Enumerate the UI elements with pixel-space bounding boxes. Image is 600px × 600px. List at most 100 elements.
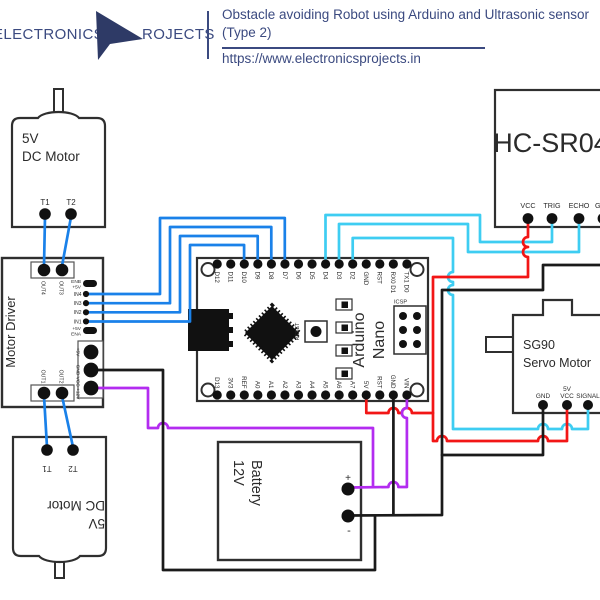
driver-enb-label-2: +5V — [72, 285, 81, 291]
driver-power-+5V — [83, 344, 99, 360]
wire-out2-motor-bottom-t2 — [60, 394, 75, 449]
arduino-pin-D6 — [293, 259, 304, 269]
icsp-label: ICSP — [394, 300, 407, 306]
arduino-pin-RST — [375, 390, 385, 400]
wire-vin-battery-plus — [348, 395, 409, 489]
wire-servo-gnd-branch — [440, 402, 545, 457]
battery-minus-label: - — [347, 525, 351, 537]
servo-body — [511, 298, 600, 415]
driver-power-GND — [83, 362, 99, 378]
arduino-pin-label: A7 — [349, 381, 356, 389]
driver-term-OUT2 — [55, 386, 69, 400]
battery: 12V Battery + - — [216, 440, 363, 562]
arduino-pin-D10 — [239, 259, 249, 269]
arduino-hole-tl — [200, 262, 216, 277]
servo-pin-label: 5V — [563, 386, 572, 393]
motor-driver-label: Motor Driver — [3, 296, 18, 368]
hcsr04-pin-GND — [597, 214, 600, 223]
wire-hcsr04-vcc-5v-servo-vcc — [431, 219, 569, 443]
motor-bottom-terminal-T1 — [41, 444, 53, 456]
arduino-nano: RESET Arduino Nano ICSP — [188, 256, 430, 403]
arduino-pin-label: D7 — [281, 272, 288, 280]
wire-motor-top-t1-out4 — [42, 215, 47, 268]
arduino-pin-label: D10 — [240, 272, 247, 284]
driver-term-OUT4 — [37, 263, 51, 277]
arduino-pin-GND — [361, 259, 371, 269]
arduino-pin-RX0 D1 — [388, 259, 398, 269]
arduino-pin-RST — [375, 259, 385, 269]
title-line1: Obstacle avoiding Robot using Arduino an… — [222, 7, 589, 22]
driver-ena-label-2: ENA — [71, 332, 82, 338]
driver-pin-IN2 — [82, 309, 90, 316]
arduino-hole-bl — [200, 382, 216, 398]
arduino-pin-TX1 D0 — [402, 259, 412, 269]
brand-logo-icon — [96, 11, 143, 60]
servo-pin-label: GND — [536, 393, 551, 400]
led-dot — [341, 301, 348, 308]
driver-enb-jumper — [83, 280, 97, 287]
driver-pin-IN1 — [82, 318, 90, 325]
servo-pin-GND — [538, 400, 548, 410]
arduino-hole-tr — [409, 262, 425, 277]
icsp-pins — [399, 312, 421, 348]
motor-top-terminal-T2 — [65, 208, 77, 220]
arduino-pin-label: D8 — [267, 272, 274, 280]
arduino-pin-5V — [361, 390, 371, 400]
arduino-pin-A3 — [293, 390, 304, 400]
motor-bottom-terminal-T2 — [67, 444, 79, 456]
arduino-name-1: Arduino — [351, 312, 368, 367]
arduino-pin-label: D13 — [213, 377, 220, 389]
hcsr04-pin-label: TRIG — [543, 201, 561, 210]
arduino-pin-A7 — [348, 390, 358, 400]
driver-in-label: IN4 — [74, 292, 82, 298]
arduino-pin-label: REF — [240, 376, 247, 389]
arduino-pin-VIN — [402, 390, 412, 400]
arduino-pin-D11 — [226, 259, 236, 269]
arduino-pin-D3 — [334, 259, 344, 269]
motor-terminal-label: T2 — [68, 464, 78, 473]
reset-button-cap — [310, 326, 322, 337]
arduino-pin-label: A5 — [321, 381, 328, 389]
motor-bottom-label-2: DC Motor — [47, 498, 105, 513]
hcsr04-pin-label: GND — [595, 201, 600, 210]
servo-tab — [485, 336, 514, 353]
arduino-pin-label: A4 — [308, 381, 315, 389]
wire-in1-d10 — [86, 243, 246, 323]
arduino-pin-3V3 — [226, 390, 236, 400]
arduino-pin-A2 — [280, 390, 290, 400]
servo-pin-label: VCC — [560, 393, 574, 400]
driver-ena-jumper — [83, 327, 97, 334]
reset-label: RESET — [295, 322, 301, 341]
arduino-pin-D5 — [307, 259, 317, 269]
arduino-pin-label: RX0 D1 — [389, 272, 396, 294]
arduino-pin-D8 — [266, 259, 276, 269]
hcsr04-body — [493, 88, 600, 229]
title-underline — [222, 47, 485, 49]
arduino-pin-label: GND — [389, 375, 396, 389]
hcsr04-pin-ECHO — [573, 213, 585, 224]
mcu-chip — [241, 302, 303, 364]
hcsr04-pin-label: VCC — [520, 201, 535, 210]
wire-motor-top-t2-out3 — [60, 215, 73, 268]
wire-driver-gnd-loop — [90, 368, 377, 572]
hcsr04-pin-VCC — [522, 213, 534, 224]
motor-top-terminal-T1 — [39, 208, 51, 220]
arduino-pin-D2 — [348, 259, 358, 269]
servo-pin-VCC — [562, 400, 572, 410]
arduino-pin-label: RST — [376, 376, 383, 389]
arduino-pin-label: D3 — [335, 272, 342, 280]
arduino-pin-label: D4 — [321, 272, 328, 280]
arduino-pin-A5 — [321, 390, 331, 400]
wire-d4-trig — [324, 213, 554, 268]
arduino-pin-label: GND — [362, 272, 369, 286]
servo-label-1: SG90 — [523, 338, 555, 352]
battery-label-2: Battery — [248, 460, 264, 507]
wire-in3-d8 — [86, 225, 273, 305]
driver-out-label: OUT3 — [58, 281, 64, 295]
arduino-pin-label: VIN — [403, 378, 410, 388]
arduino-pin-label: RST — [376, 272, 383, 285]
led-array — [335, 298, 353, 380]
driver-in-label: IN3 — [74, 301, 82, 307]
